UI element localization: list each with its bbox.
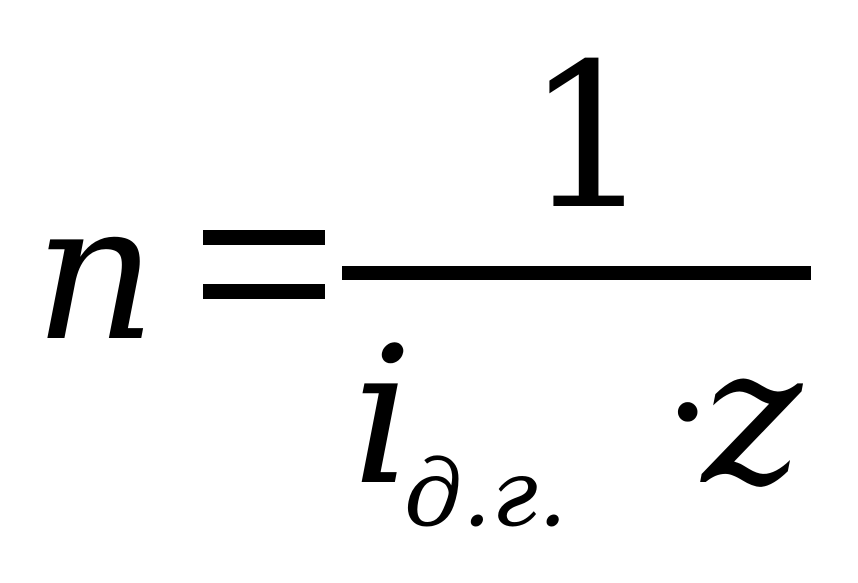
equals-sign-top-bar	[203, 230, 325, 245]
multiplication-dot: ·	[664, 326, 712, 500]
equals-sign-bottom-bar	[203, 284, 325, 299]
subscript-dg: д.г.	[404, 440, 568, 547]
variable-z: z	[702, 306, 803, 527]
fraction-numerator: 1	[525, 21, 653, 254]
fraction-denominator: i д.г. · z	[352, 322, 832, 562]
fraction-bar	[342, 266, 811, 280]
variable-n: n	[34, 162, 157, 383]
variable-i: i	[352, 306, 413, 527]
